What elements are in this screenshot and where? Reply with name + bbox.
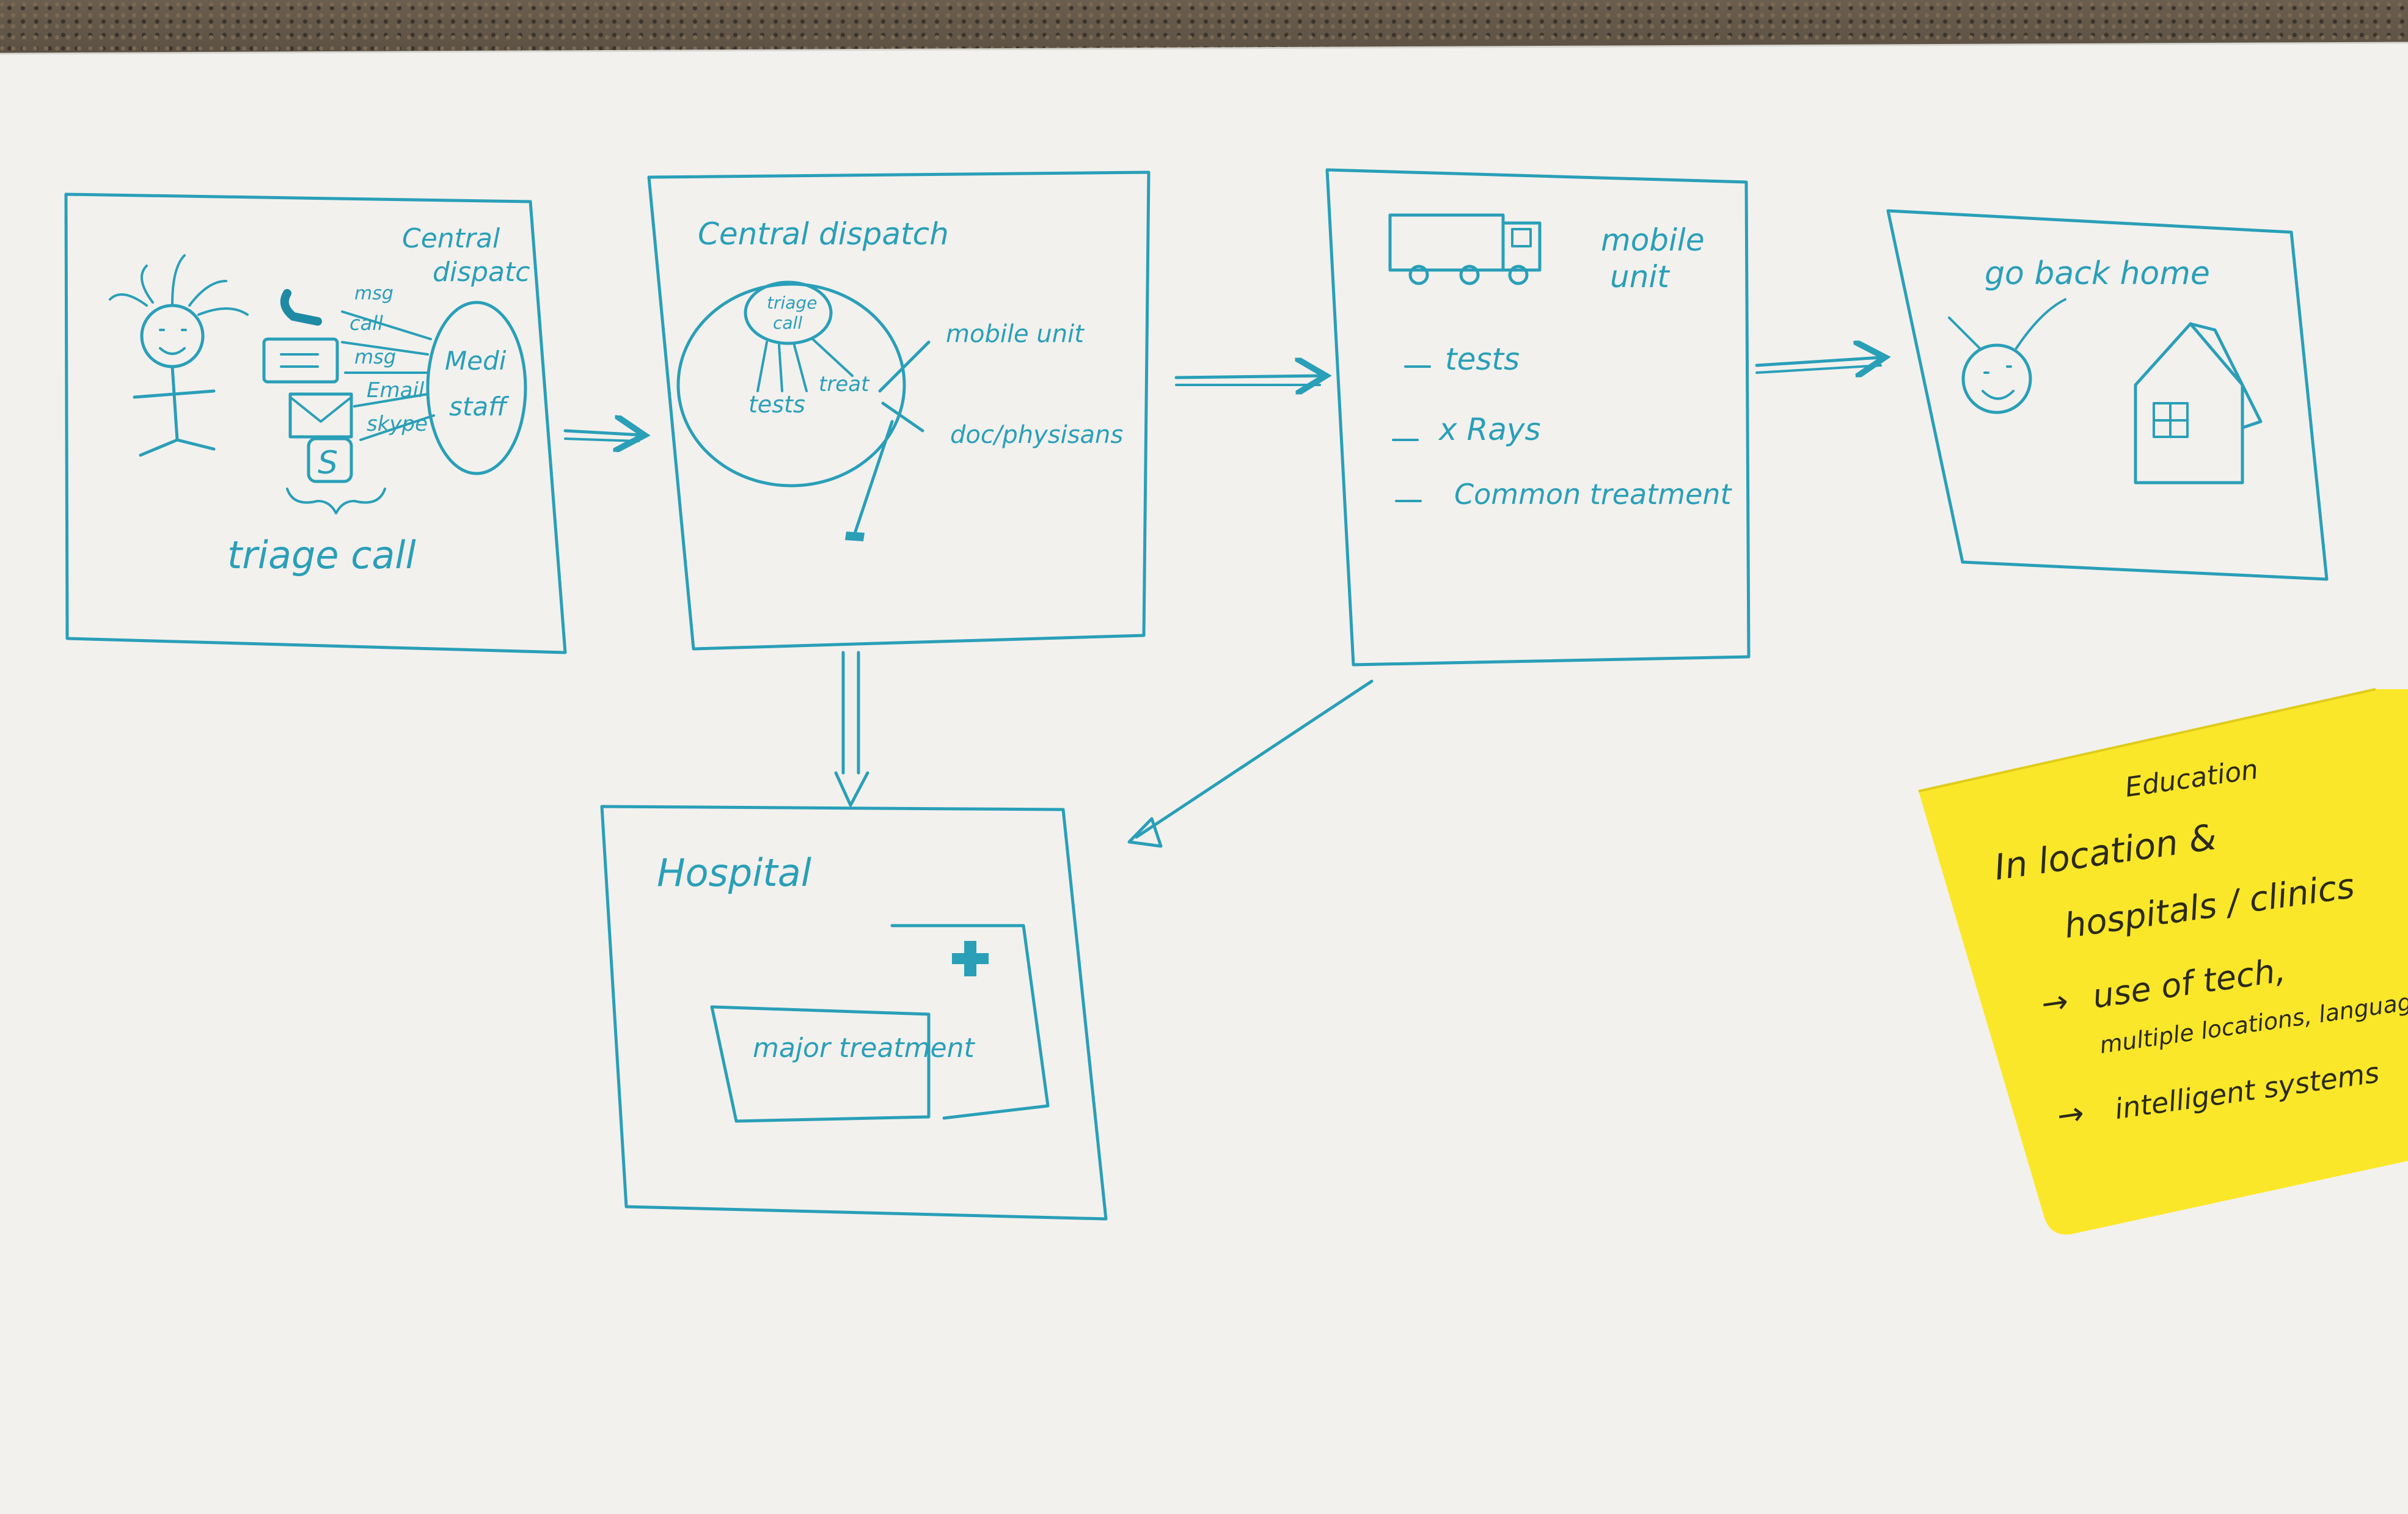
ellipse-label-2: staff — [449, 392, 510, 422]
scribble-mark — [845, 532, 865, 541]
treat-label: treat — [819, 372, 870, 397]
box1-corner-label-1: Central — [402, 223, 500, 254]
medical-staff-ellipse — [426, 301, 527, 475]
mobile-unit-title-2: unit — [1610, 259, 1671, 294]
central-dispatch-title: Central dispatch — [698, 216, 949, 252]
stick-figure-icon — [109, 254, 249, 457]
doc-physicians-branch: doc/physisans — [950, 421, 1123, 449]
mobile-unit-title-1: mobile — [1601, 222, 1705, 258]
mobile-unit-box: mobile unit tests x Rays Common treatmen… — [1325, 168, 1751, 667]
tests-label: tests — [748, 391, 805, 418]
circle-label-1: triage — [767, 293, 817, 313]
mobile-item: Common treatment — [1454, 478, 1733, 511]
treatment-room-rect — [890, 924, 1050, 1120]
ellipse-label-1: Medi — [445, 346, 507, 376]
truck-icon — [1388, 213, 1542, 285]
mobile-item: tests — [1445, 342, 1520, 377]
major-treatment-label: major treatment — [753, 1033, 975, 1064]
go-back-home-box: go back home — [1886, 209, 2329, 581]
arrow-3-to-4 — [1755, 357, 1882, 365]
arrow-3-to-hospital — [1135, 679, 1374, 839]
circle-label-2: call — [773, 313, 802, 333]
go-back-home-title: go back home — [1985, 255, 2210, 292]
dispatch-circle — [676, 282, 906, 488]
hospital-title: Hospital — [657, 850, 811, 895]
channel-label: msg — [354, 283, 393, 304]
arrow-2-to-hospital — [841, 651, 860, 775]
medical-cross-icon — [952, 941, 989, 976]
central-dispatch-box: Central dispatch triage call tests treat… — [647, 170, 1151, 651]
triage-call-box: Central dispatc S msg call msg — [64, 192, 567, 654]
svg-text:S: S — [318, 445, 338, 481]
grouping-brace-icon — [286, 488, 386, 514]
note-arrow-icon: → — [2055, 1095, 2087, 1135]
triage-call-caption: triage call — [227, 533, 416, 577]
triage-call-circle — [744, 280, 833, 345]
channel-label: skype — [367, 412, 428, 436]
arrow-1-to-2 — [563, 431, 642, 435]
phone-icon — [280, 289, 322, 326]
message-icon — [262, 337, 339, 384]
hospital-box: Hospital major treatment — [600, 805, 1108, 1221]
note-arrow-icon: → — [2039, 983, 2071, 1023]
paper-sheet — [0, 43, 2408, 1514]
box1-corner-label-2: dispatc — [433, 257, 530, 288]
skype-icon: S — [307, 437, 353, 483]
mobile-unit-branch: mobile unit — [946, 320, 1085, 348]
email-icon — [288, 392, 353, 439]
smiling-face-icon — [1948, 298, 2066, 414]
mobile-item: x Rays — [1438, 412, 1541, 447]
major-treatment-rect — [710, 1005, 931, 1123]
arrow-2-to-3 — [1174, 376, 1323, 378]
house-icon — [2134, 322, 2263, 485]
sticky-note: Education In location & hospitals / clin… — [1918, 688, 2408, 1235]
